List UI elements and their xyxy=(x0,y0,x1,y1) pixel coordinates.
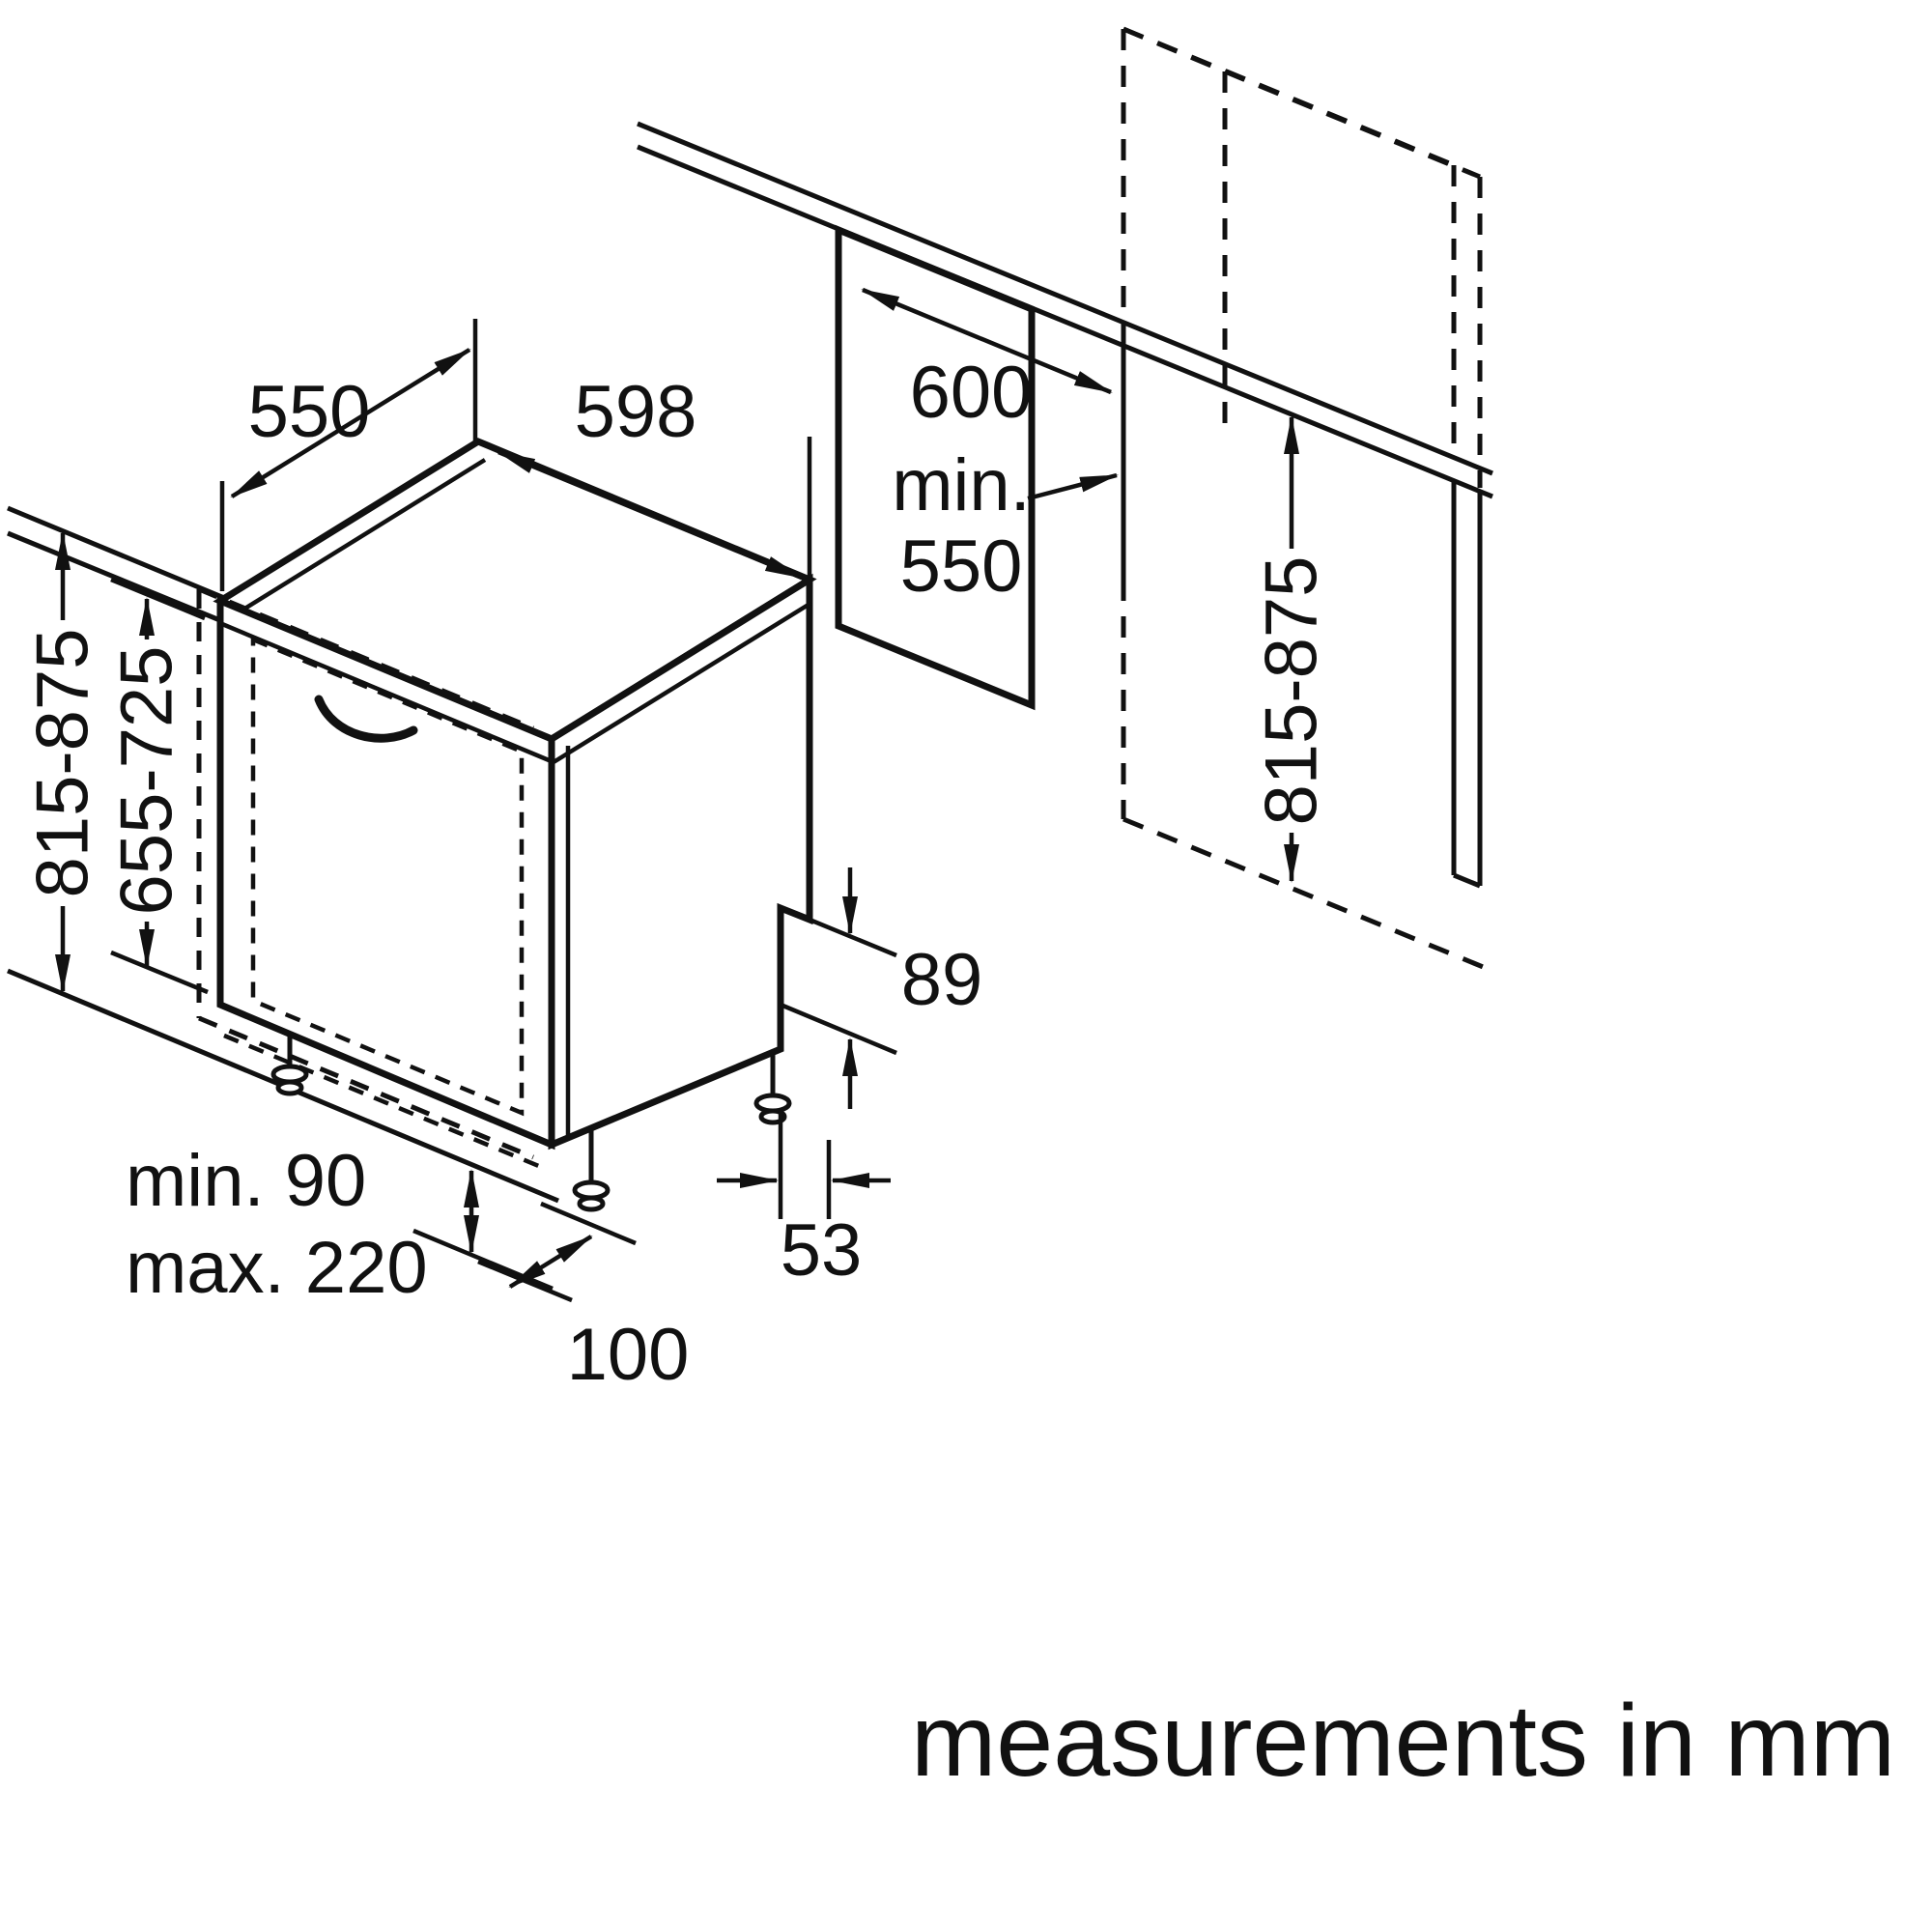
niche-width-label: 600 xyxy=(910,352,1033,434)
countertop-line xyxy=(637,121,1493,476)
units-caption: measurements in mm xyxy=(911,1684,1895,1798)
plinth-height-max-label: max. 220 xyxy=(126,1227,428,1309)
rear-step-depth-label: 53 xyxy=(781,1209,863,1292)
appliance-width-label: 598 xyxy=(575,371,697,453)
dimension-min-550-niche-depth: min. 550 xyxy=(892,444,1119,608)
plinth-line xyxy=(223,1033,542,1170)
niche-floor-line xyxy=(1122,816,1493,974)
plinth-depth-label: 100 xyxy=(567,1314,690,1396)
door-inner-outline xyxy=(250,636,525,1117)
rear-step-height-label: 89 xyxy=(901,939,983,1021)
furniture-door-height-label: 655-725 xyxy=(106,646,188,916)
door-handle xyxy=(314,695,418,743)
dimension-815-875-niche: 815-875 xyxy=(1251,415,1333,883)
furniture-door-overlay xyxy=(196,586,534,1160)
dimension-655-725-door: 655-725 xyxy=(106,577,209,995)
appliance-height-label: 815-875 xyxy=(22,629,104,898)
countertop-line xyxy=(637,144,1493,499)
dimension-600-niche-width: 600 xyxy=(861,287,1113,434)
dimension-89-rear-step: 89 xyxy=(780,867,983,1109)
niche-right-wall xyxy=(1451,481,1483,889)
adjustable-foot-front-right xyxy=(572,1130,611,1212)
dishwasher-side-face xyxy=(548,573,813,1151)
dimension-53-rear-offset: 53 xyxy=(717,1111,891,1292)
dimension-598-width: 598 xyxy=(497,371,812,581)
adjustable-foot-rear xyxy=(753,1055,792,1125)
appliance-depth-label: 550 xyxy=(248,371,371,453)
dimension-550-depth: 550 xyxy=(219,319,478,591)
adjustable-foot-front-left xyxy=(270,1036,309,1096)
niche-height-label: 815-875 xyxy=(1251,556,1333,826)
dimension-100-plinth-depth: 100 xyxy=(477,1201,690,1396)
dishwasher-drawing xyxy=(196,438,817,1212)
dimension-815-875-left: 815-875 xyxy=(22,531,104,993)
upper-cabinet-dashed xyxy=(1121,26,1483,488)
niche-depth-min-label: min. xyxy=(892,444,1031,526)
plinth-height-min-label: min. 90 xyxy=(126,1140,366,1222)
dimension-plinth-height: min. 90 max. 220 xyxy=(126,1140,554,1309)
niche-depth-value-label: 550 xyxy=(900,526,1023,608)
